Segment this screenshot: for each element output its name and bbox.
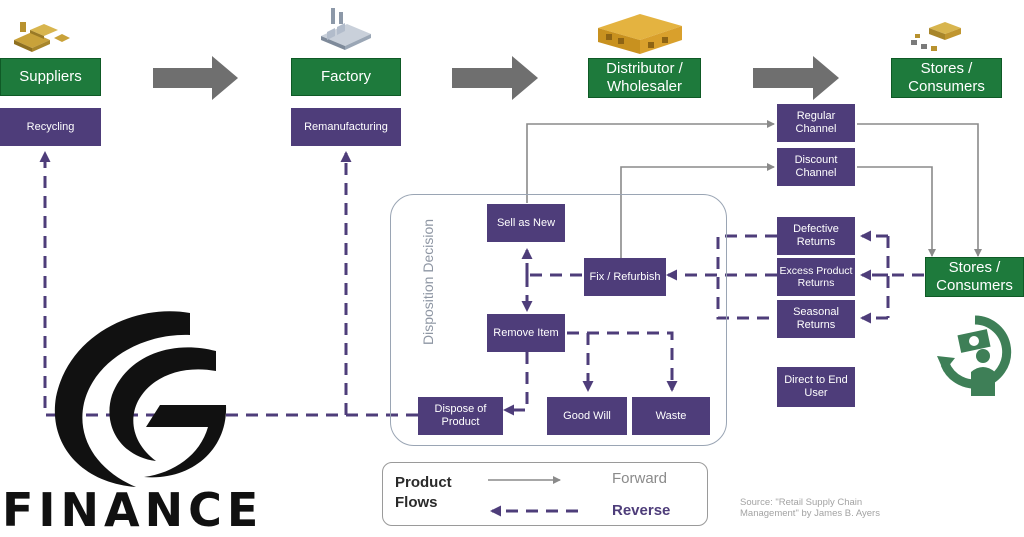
fix-refurbish-box: Fix / Refurbish [584,258,666,296]
legend-title: Product Flows [395,474,452,511]
arrow-factory-distributor [452,56,538,100]
legend-reverse-label: Reverse [612,502,671,519]
sell-as-new-box: Sell as New [487,204,565,242]
forward-flows [488,120,982,484]
defective-returns-box: Defective Returns [777,217,855,255]
waste-box: Waste [632,397,710,435]
stage-distributor: Distributor / Wholesaler [588,58,701,98]
stage-stores-top: Stores / Consumers [891,58,1002,98]
remove-item-box: Remove Item [487,314,565,352]
stage-stores-side: Stores / Consumers [925,257,1024,297]
finance-logo-mark [54,311,227,487]
dispose-product-box: Dispose of Product [418,397,503,435]
reverse-flows [39,151,924,517]
big-forward-arrows [153,56,839,100]
regular-channel-box: Regular Channel [777,104,855,142]
consumer-return-icon [937,315,1012,396]
discount-channel-box: Discount Channel [777,148,855,186]
stage-factory: Factory [291,58,401,96]
disposition-label: Disposition Decision [420,218,436,346]
disposition-panel [390,194,727,446]
finance-wordmark: FINANCE [2,483,264,537]
legend-forward-label: Forward [612,470,668,487]
arrow-distributor-stores [753,56,839,100]
seasonal-returns-box: Seasonal Returns [777,300,855,338]
recycling-box: Recycling [0,108,101,146]
good-will-box: Good Will [547,397,627,435]
stores-icon [911,22,961,51]
remanufacturing-box: Remanufacturing [291,108,401,146]
factory-icon [321,8,371,50]
legend-box [382,462,708,526]
stage-suppliers: Suppliers [0,58,101,96]
supplies-icon [14,22,70,52]
arrow-suppliers-factory [153,56,238,100]
source-note: Source: "Retail Supply Chain Management"… [740,497,880,519]
excess-returns-box: Excess Product Returns [777,258,855,296]
warehouse-icon [598,14,682,54]
direct-end-user-box: Direct to End User [777,367,855,407]
